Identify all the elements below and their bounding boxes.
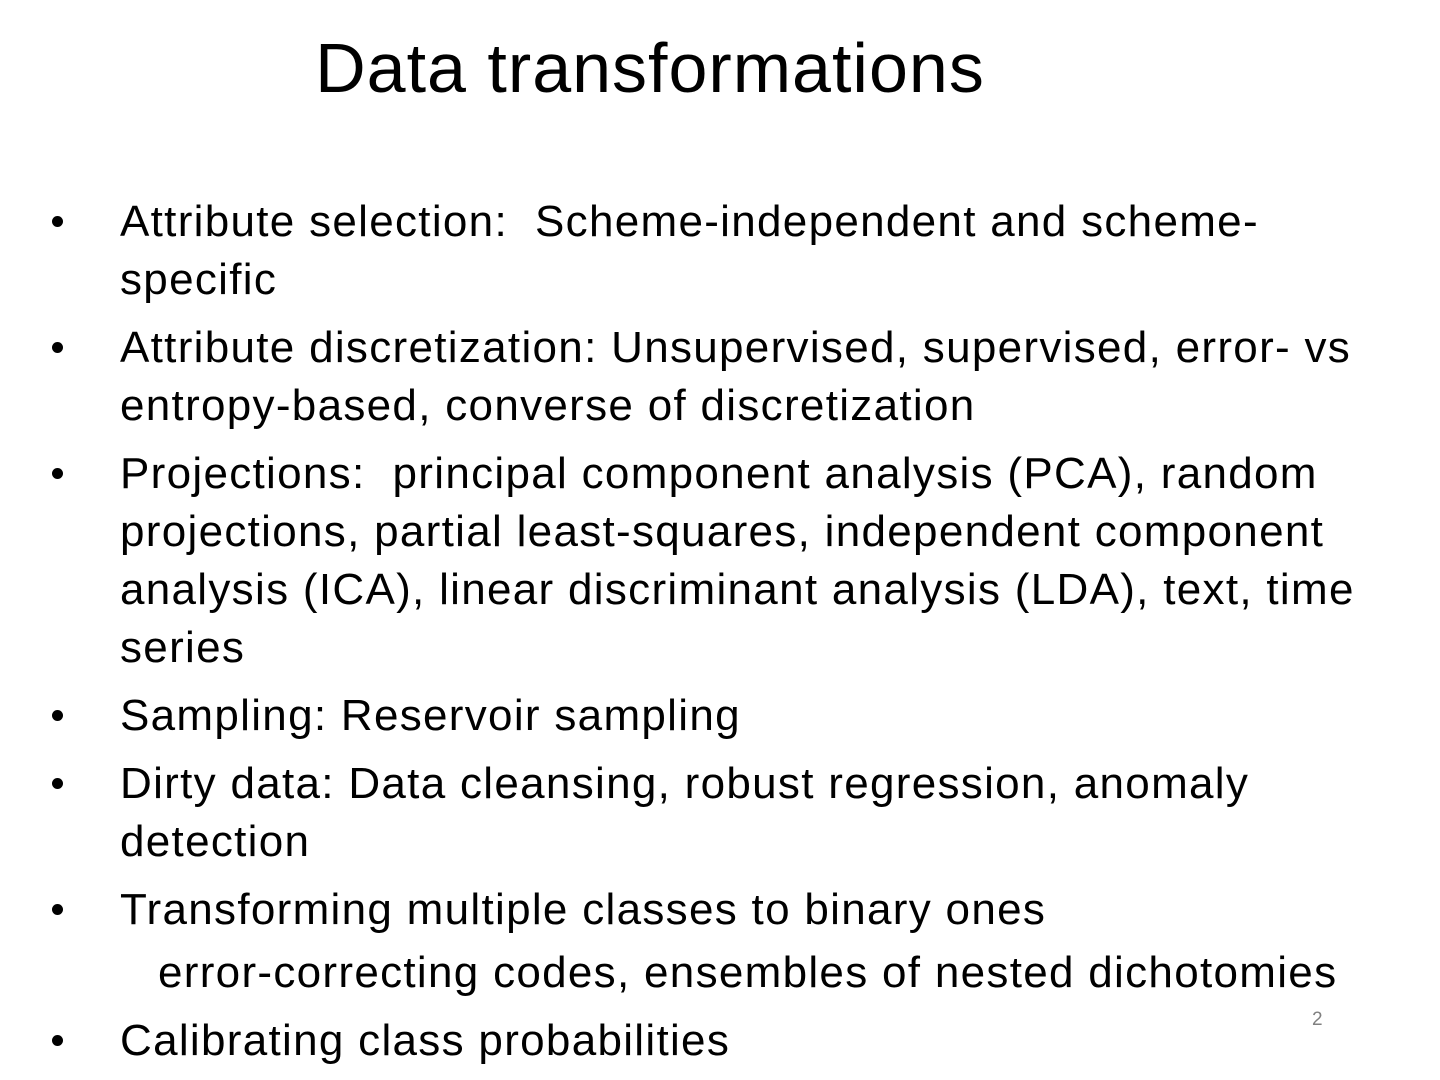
page-number: 2 xyxy=(1312,1009,1323,1030)
bullet-item-sampling: Sampling: Reservoir sampling xyxy=(0,687,1440,745)
bullet-icon xyxy=(52,468,63,479)
bullet-item-dirty-data: Dirty data: Data cleansing, robust regre… xyxy=(0,755,1440,871)
bullet-text-line: projections, partial least-squares, inde… xyxy=(120,507,1325,556)
bullet-text-line: entropy-based, converse of discretizatio… xyxy=(120,381,976,430)
bullet-text-line: Dirty data: Data cleansing, robust regre… xyxy=(120,759,1250,808)
bullet-item-projections: Projections: principal component analysi… xyxy=(0,445,1440,677)
bullet-text-line: Calibrating class probabilities xyxy=(120,1016,731,1065)
bullet-text-line: Projections: principal component analysi… xyxy=(120,449,1318,498)
bullet-text-line: Sampling: Reservoir sampling xyxy=(120,691,741,740)
bullet-text-line: specific xyxy=(120,255,278,304)
bullet-text-line: series xyxy=(120,623,246,672)
bullet-item-attribute-discretization: Attribute discretization: Unsupervised, … xyxy=(0,319,1440,435)
bullet-item-attribute-selection: Attribute selection: Scheme-independent … xyxy=(0,193,1440,309)
bullet-icon xyxy=(52,710,63,721)
bullet-icon xyxy=(52,1035,63,1046)
bullet-text-line: Transforming multiple classes to binary … xyxy=(120,885,1047,934)
bullet-text-line: Attribute discretization: Unsupervised, … xyxy=(120,323,1352,372)
bullet-subtext-line: error-correcting codes, ensembles of nes… xyxy=(158,948,1338,997)
bullet-list: Attribute selection: Scheme-independent … xyxy=(0,193,1440,1070)
bullet-icon xyxy=(52,216,63,227)
bullet-text-line: Attribute selection: Scheme-independent … xyxy=(120,197,1259,246)
bullet-item-multiclass-to-binary: Transforming multiple classes to binary … xyxy=(0,881,1440,1002)
bullet-icon xyxy=(52,904,63,915)
slide-title: Data transformations xyxy=(315,29,985,107)
bullet-item-calibrating-probabilities: Calibrating class probabilities xyxy=(0,1012,1440,1070)
bullet-icon xyxy=(52,778,63,789)
bullet-text-line: detection xyxy=(120,817,311,866)
bullet-text-line: analysis (ICA), linear discriminant anal… xyxy=(120,565,1355,614)
bullet-icon xyxy=(52,342,63,353)
